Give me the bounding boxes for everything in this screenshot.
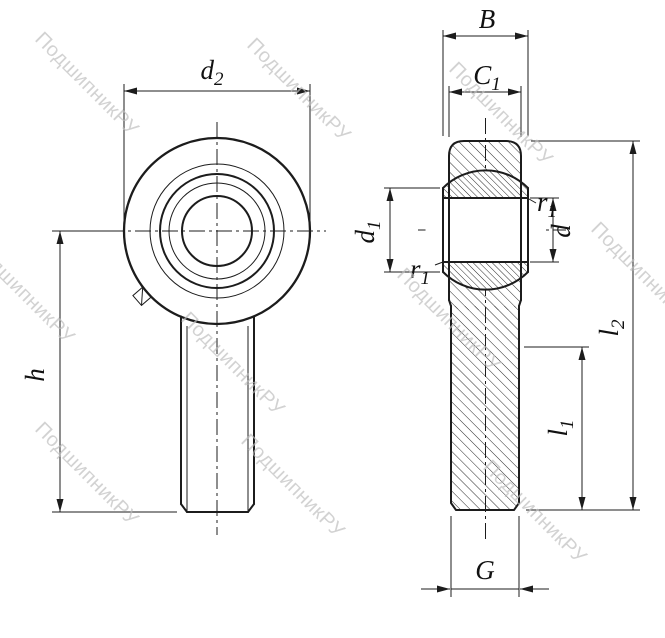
watermark-text: ПодшипникРУ: [30, 28, 142, 140]
side-shank-outline: [450, 305, 520, 511]
head-outer-circle: [122, 136, 312, 326]
sphere-circle: [159, 173, 275, 289]
housing-ring-circle: [149, 163, 285, 299]
dimension-B: B: [442, 4, 529, 136]
shank-right-chamfer: [247, 503, 255, 513]
watermark-text: ПодшипникРУ: [586, 218, 665, 330]
sphere-top-arc: [442, 169, 529, 189]
leader-line: [434, 261, 444, 266]
dimension-l2: l2: [526, 140, 640, 511]
leader-line: [528, 198, 537, 204]
dim-label-l2: l2: [594, 319, 629, 337]
head-to-shank-left: [448, 299, 452, 307]
watermark-text: ПодшипникРУ: [176, 308, 288, 420]
dimension-d1: d1: [350, 187, 440, 273]
watermark-text: ПодшипникРУ: [30, 418, 142, 530]
side-view: [418, 118, 566, 542]
dim-label-h: h: [20, 368, 50, 382]
watermark-text: ПодшипникРУ: [0, 236, 79, 348]
dim-label-d: d: [546, 224, 576, 238]
grease-tab-line: [141, 287, 144, 306]
dimension-d2: d2: [123, 55, 311, 222]
dimension-l1: l1: [524, 346, 589, 510]
label-r1-lower: r1: [410, 254, 444, 289]
dim-label-r1-upper: r1: [537, 187, 557, 222]
dim-label-G: G: [475, 555, 495, 585]
dim-label-C1: C1: [473, 60, 501, 95]
watermark-text: ПодшипникРУ: [478, 456, 590, 568]
label-r1-upper: r1: [528, 187, 557, 222]
dim-label-d2: d2: [201, 55, 225, 90]
front-shank: [180, 315, 255, 513]
dimension-C1: C1: [448, 60, 522, 137]
dimension-G: G: [421, 516, 549, 597]
dim-label-l1: l1: [543, 419, 578, 436]
dim-label-r1-lower: r1: [410, 254, 430, 289]
front-view: [108, 122, 326, 535]
shank-section-hatch: [451, 306, 519, 510]
head-to-shank-right: [518, 299, 522, 307]
sphere-bottom-arc: [442, 271, 529, 291]
watermark-text: ПодшипникРУ: [242, 34, 354, 146]
bore-chamfer-circle: [168, 182, 266, 280]
shank-left-chamfer: [180, 503, 188, 513]
bore-band: [443, 198, 528, 262]
ball-bottom-section-hatch: [443, 262, 528, 290]
dimension-d: d: [530, 197, 576, 263]
dim-label-d1: d1: [350, 221, 385, 244]
head-outline: [448, 140, 522, 301]
dimension-h: h: [20, 230, 177, 513]
bore-circle: [181, 195, 253, 267]
watermark: ПодшипникРУ ПодшипникРУ ПодшипникРУ Подш…: [0, 28, 665, 568]
dim-label-B: B: [479, 4, 496, 34]
ball-top-section-hatch: [443, 170, 528, 198]
